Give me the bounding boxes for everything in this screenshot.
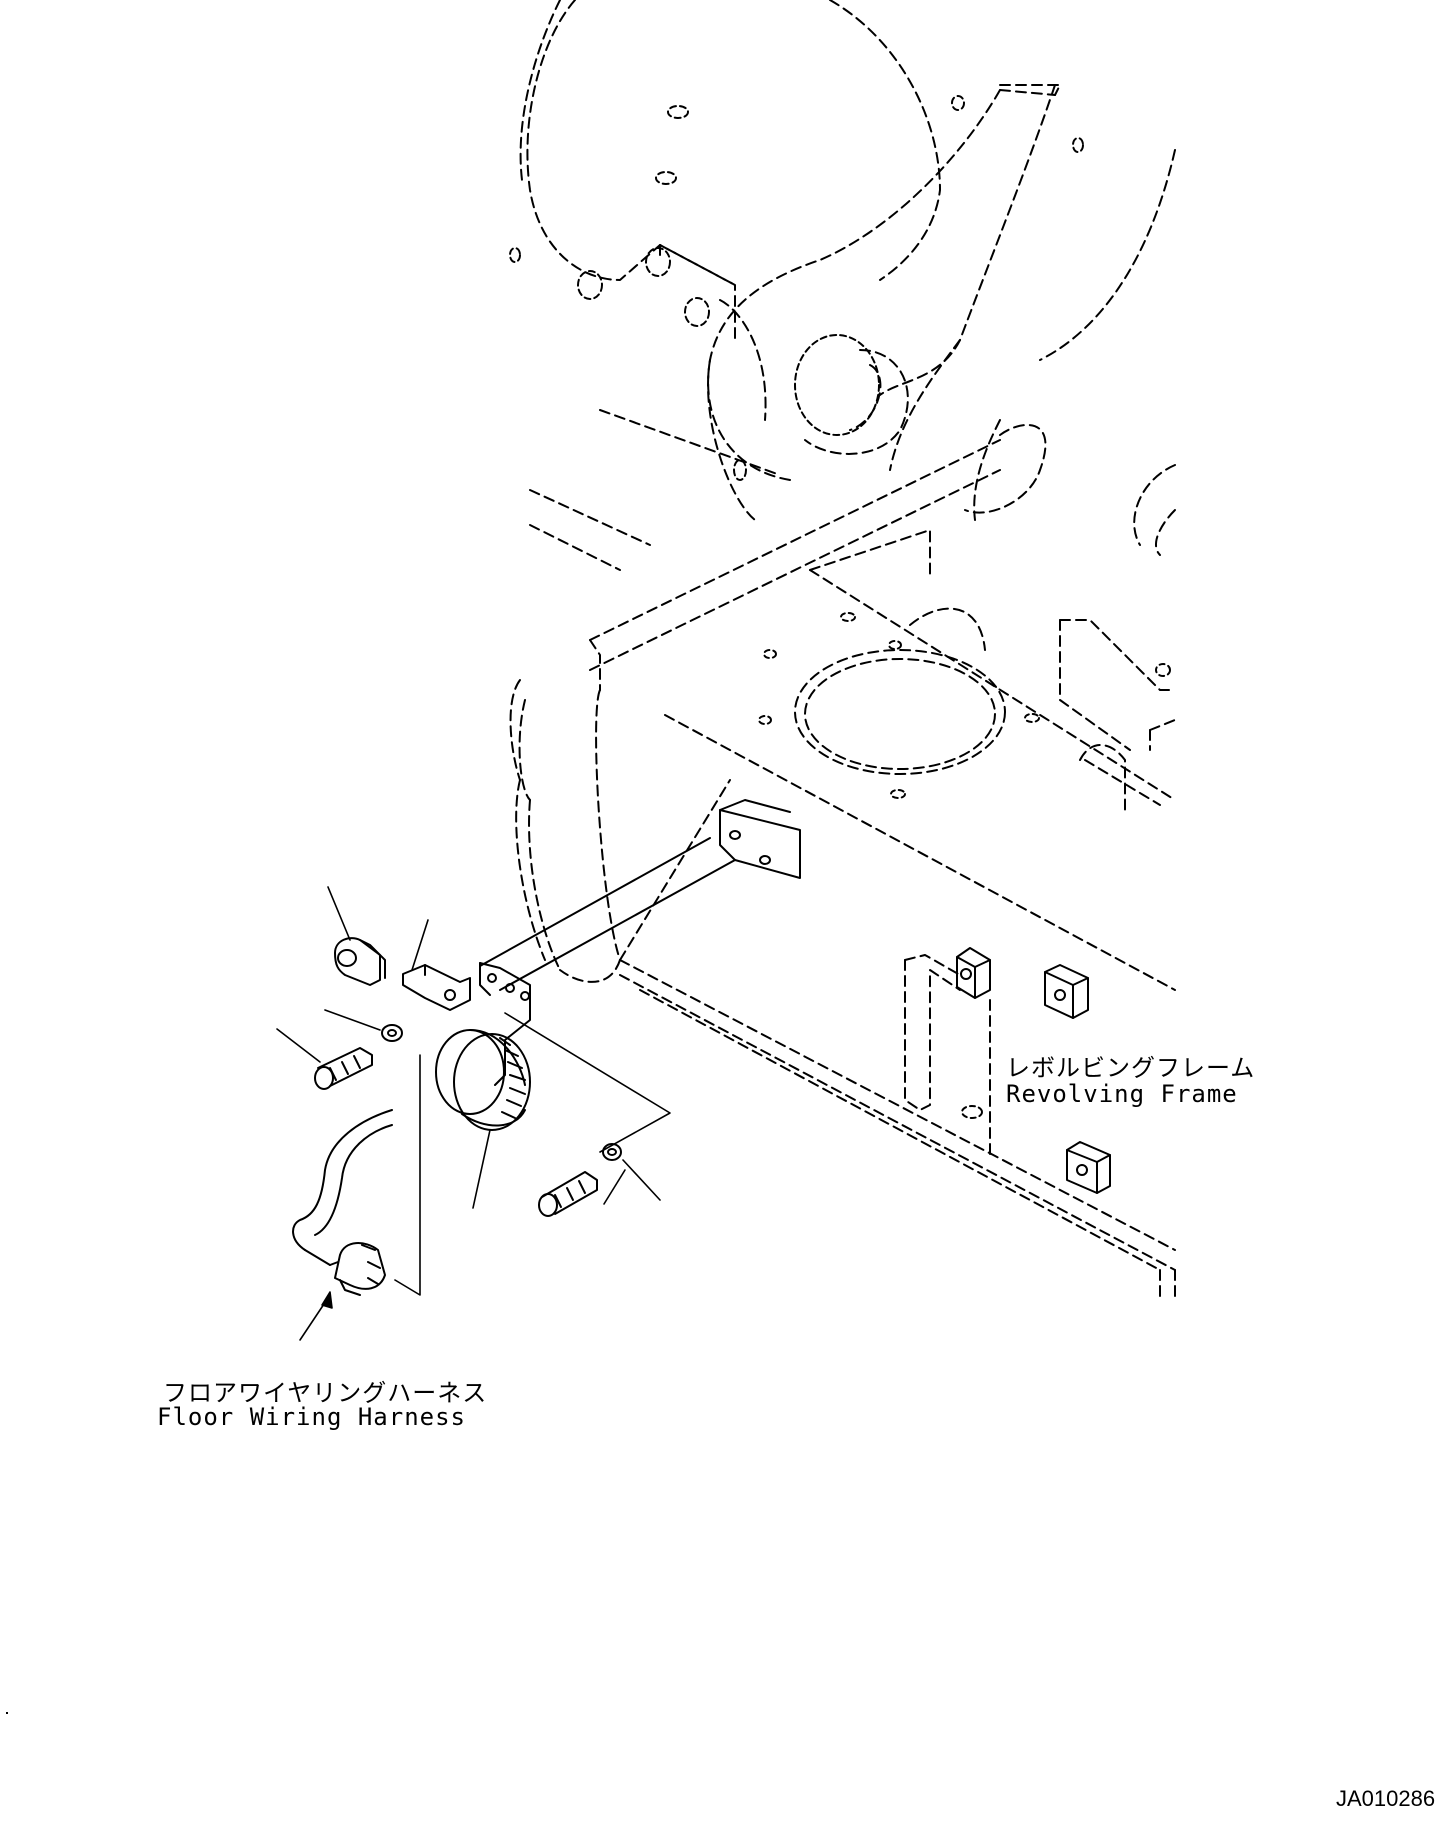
washers bbox=[381, 1024, 622, 1161]
bolts bbox=[314, 1047, 598, 1217]
harness-clip bbox=[334, 937, 386, 986]
wiring-harness bbox=[292, 1109, 393, 1296]
upper-frame-plate bbox=[519, 0, 1176, 571]
revolving-frame-body bbox=[509, 439, 1176, 1301]
floor-wiring-harness-label-en: Floor Wiring Harness bbox=[157, 1403, 466, 1431]
revolving-frame-label-en: Revolving Frame bbox=[1006, 1080, 1238, 1108]
floor-wiring-harness-label-jp: フロアワイヤリングハーネス bbox=[163, 1379, 488, 1407]
bracket-arm bbox=[479, 799, 801, 991]
horn-assembly bbox=[435, 962, 531, 1131]
leader-lines bbox=[276, 886, 671, 1341]
stay-bracket bbox=[402, 964, 471, 1011]
drawing-code: JA010286 bbox=[1336, 1786, 1435, 1811]
revolving-frame-label-jp: レボルビングフレーム bbox=[1006, 1054, 1256, 1082]
frame-channel bbox=[904, 954, 991, 1161]
upper-plate-holes bbox=[509, 95, 1084, 481]
frame-holes bbox=[758, 612, 1171, 799]
frame-opening bbox=[794, 649, 1006, 775]
stray-dot bbox=[6, 1712, 8, 1714]
